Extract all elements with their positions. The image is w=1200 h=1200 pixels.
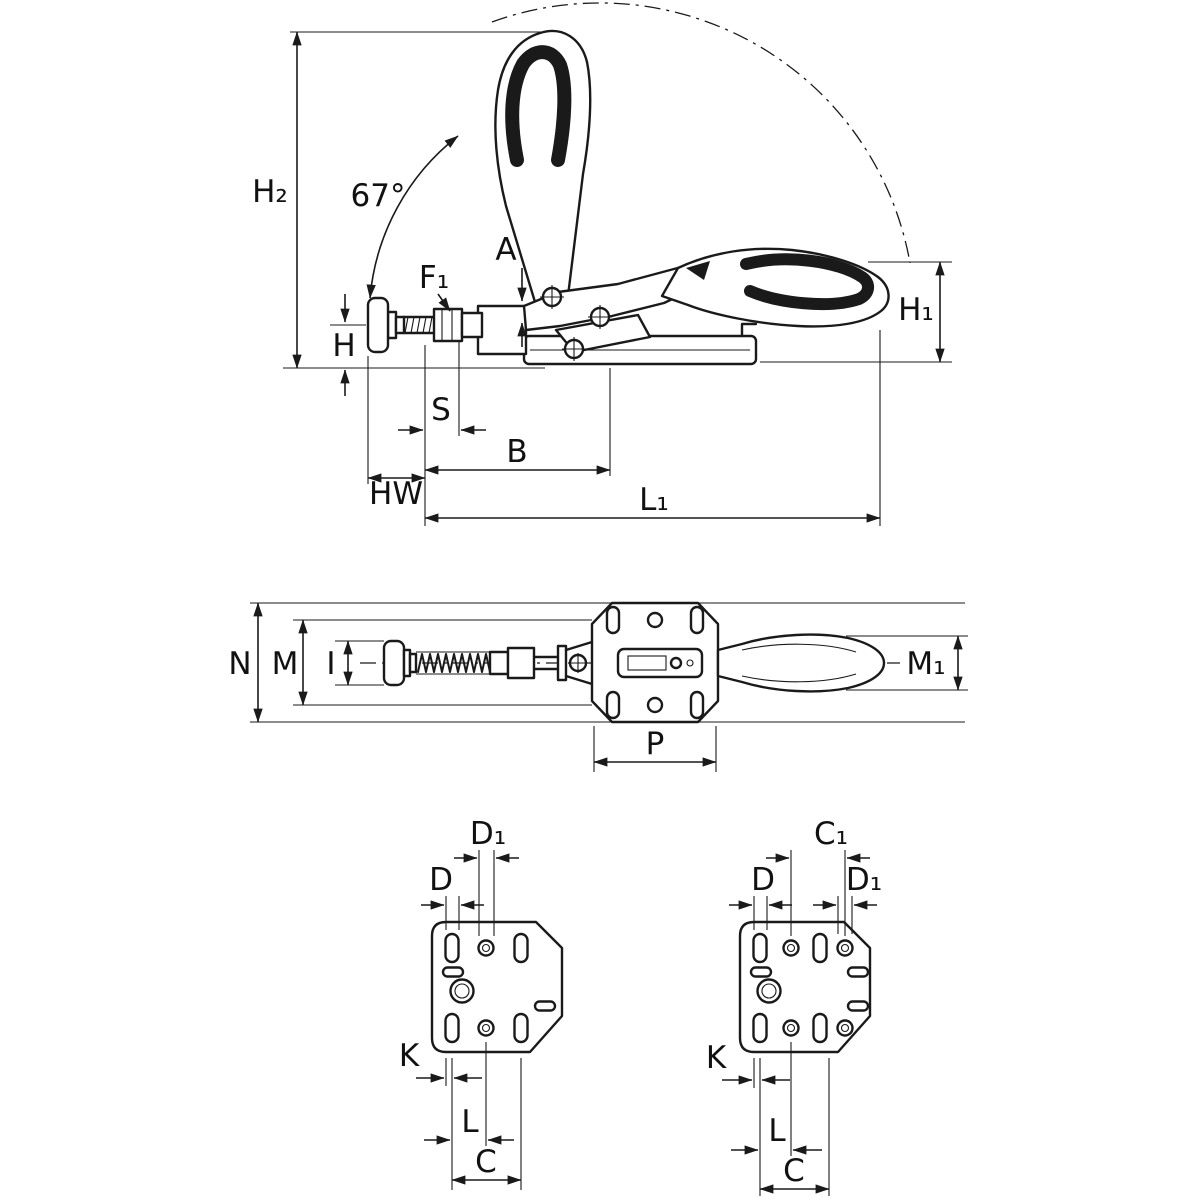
- mount-hole: [477, 939, 495, 957]
- dim-label-s: S: [431, 392, 451, 428]
- dim-label-l1: L₁: [639, 482, 669, 518]
- mount-hole: [646, 611, 664, 629]
- dim-label-right-d: D: [751, 862, 775, 898]
- dim-label-right-d1: D₁: [846, 862, 882, 898]
- spindle-mount-block: [476, 304, 528, 356]
- pivot-pin: [562, 337, 586, 361]
- spring: [417, 653, 491, 673]
- hole-pattern-left-dimensions: D₁ D K L C: [399, 816, 522, 1190]
- dim-label-h1: H₁: [898, 292, 934, 328]
- side-view-dimensions: H₂ 67° F₁ A H H₁ S B: [252, 31, 952, 526]
- pivot-pin: [540, 285, 564, 309]
- dim-label-h2: H₂: [252, 174, 288, 210]
- lever-channel: [616, 647, 704, 679]
- dim-label-p: P: [646, 726, 665, 762]
- dim-label-right-c: C: [783, 1153, 805, 1189]
- dim-label-left-c: C: [475, 1144, 497, 1180]
- knob: [382, 639, 406, 687]
- mount-hole: [477, 1019, 495, 1037]
- mount-slot: [689, 605, 705, 635]
- mount-slot: [605, 690, 621, 720]
- handle-swing-arc: [491, 2, 911, 264]
- slot-horizontal: [749, 966, 773, 978]
- dim-label-n: N: [228, 646, 251, 682]
- hole-pattern-right: C₁ D D₁ K L C: [706, 816, 882, 1196]
- dim-label-left-d1: D₁: [470, 816, 506, 852]
- hole-pattern-right-dimensions: C₁ D D₁ K L C: [706, 816, 882, 1196]
- hole-pattern-left: D₁ D K L C: [399, 816, 564, 1190]
- plan-body-plate: [590, 601, 720, 724]
- mount-slot: [752, 932, 768, 964]
- slot-horizontal: [846, 966, 870, 978]
- mount-slot: [513, 932, 529, 964]
- mount-hole: [836, 1019, 854, 1037]
- lever-linkage: [522, 260, 706, 361]
- hex-nut: [432, 307, 464, 343]
- slot-horizontal: [533, 1000, 557, 1012]
- dim-label-right-c1: C₁: [814, 816, 848, 852]
- knob: [366, 296, 390, 354]
- center-hole: [756, 978, 782, 1004]
- mount-slot: [752, 1012, 768, 1044]
- dim-label-left-k: K: [399, 1038, 420, 1074]
- dim-label-hw: HW: [369, 476, 423, 512]
- mount-slot: [513, 1012, 529, 1044]
- side-view: H₂ 67° F₁ A H H₁ S B: [252, 2, 952, 526]
- center-hole: [449, 978, 475, 1004]
- dim-label-m: M: [272, 646, 299, 682]
- dim-label-angle: 67°: [351, 178, 406, 214]
- dim-label-a: A: [495, 232, 516, 268]
- dim-label-i: I: [326, 646, 335, 682]
- mount-slot: [444, 1012, 460, 1044]
- slot-horizontal: [441, 966, 465, 978]
- mount-slot: [605, 605, 621, 635]
- mount-slot: [444, 932, 460, 964]
- plan-spindle: [382, 639, 594, 687]
- slot-horizontal: [846, 1000, 870, 1012]
- dim-label-right-l: L: [768, 1113, 786, 1149]
- plan-handle: [716, 633, 886, 693]
- dim-label-left-l: L: [461, 1104, 479, 1140]
- handle-closed-position: [660, 247, 890, 328]
- handle-open-position: [494, 29, 592, 314]
- spindle-assembly: [366, 296, 484, 354]
- dim-label-right-k: K: [706, 1040, 727, 1076]
- dim-label-left-d: D: [429, 862, 453, 898]
- dim-label-b: B: [506, 434, 527, 470]
- dim-label-h: H: [332, 328, 355, 364]
- mount-slot: [812, 932, 828, 964]
- mount-hole: [782, 939, 800, 957]
- dim-label-m1: M₁: [906, 646, 945, 682]
- pivot-pin: [588, 305, 612, 329]
- top-view-dimensions: N M I M₁ P: [228, 602, 968, 772]
- dim-label-f1: F₁: [419, 260, 449, 296]
- mount-slot: [689, 690, 705, 720]
- top-view: N M I M₁ P: [228, 601, 968, 772]
- mount-plate: [738, 920, 872, 1054]
- mount-hole: [836, 939, 854, 957]
- mount-hole: [646, 696, 664, 714]
- mount-hole: [782, 1019, 800, 1037]
- mount-slot: [812, 1012, 828, 1044]
- mount-plate: [430, 920, 564, 1054]
